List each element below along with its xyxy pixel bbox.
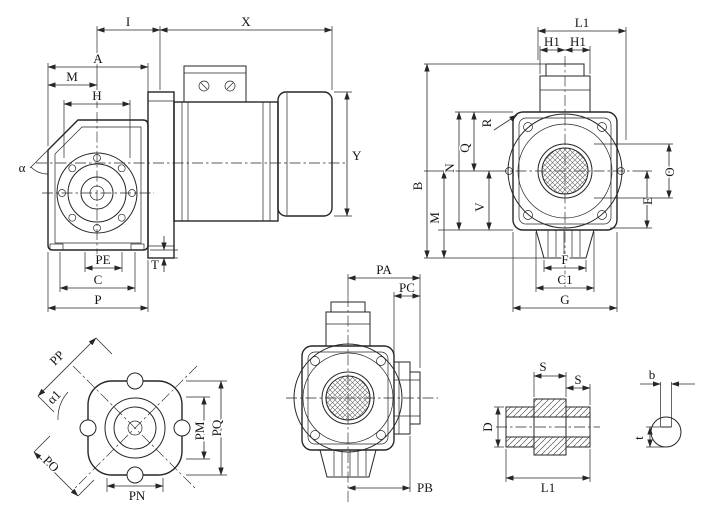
gearbox-foot bbox=[130, 243, 145, 251]
dim-label-Y: Y bbox=[352, 148, 362, 163]
dim-label-alpha: α bbox=[19, 160, 26, 175]
keyway-dimensions: b t bbox=[630, 366, 695, 448]
dim-label-G: G bbox=[560, 292, 569, 307]
gearbox-foot bbox=[49, 243, 64, 251]
dim-label-P: P bbox=[94, 292, 101, 307]
dim-label-S-collar: S bbox=[539, 359, 546, 374]
bearing-bore bbox=[104, 397, 166, 459]
dim-label-T: T bbox=[151, 257, 159, 272]
bushing-dimensions: S S D L1 bbox=[479, 358, 591, 497]
dim-label-E: E bbox=[640, 197, 655, 205]
dim-label-R: R bbox=[479, 118, 494, 127]
flange-bore bbox=[325, 375, 371, 421]
edge-notch bbox=[126, 372, 144, 390]
dim-label-L1-bushing: L1 bbox=[541, 480, 555, 495]
dim-label-H1-right: H1 bbox=[570, 34, 586, 49]
diagonal-centerline bbox=[72, 365, 198, 491]
edge-notch bbox=[79, 419, 97, 437]
view-side-gearmotor bbox=[36, 65, 346, 262]
dim-label-PE: PE bbox=[95, 252, 110, 267]
dim-label-A: A bbox=[93, 51, 103, 66]
dim-label-PM: PM bbox=[192, 421, 207, 440]
edge-notch bbox=[173, 419, 191, 437]
view-front-gearbox bbox=[496, 56, 634, 288]
flange-dimensions: PA PC PB bbox=[347, 261, 435, 497]
side-dimensions: I X A M H α PE C P T bbox=[17, 13, 364, 312]
dim-label-V: V bbox=[472, 202, 487, 212]
dim-label-PA: PA bbox=[376, 262, 392, 277]
dim-label-L1-front: L1 bbox=[575, 15, 589, 30]
dim-label-N: N bbox=[442, 163, 457, 173]
bushing-right-step bbox=[565, 406, 591, 448]
flange-view-fins bbox=[333, 450, 367, 476]
dim-label-H: H bbox=[92, 88, 101, 103]
dim-label-O: O bbox=[662, 167, 677, 176]
fan-cover bbox=[277, 91, 333, 217]
gearbox-bearing-boss bbox=[56, 152, 138, 234]
terminal-box bbox=[183, 65, 247, 103]
flange-circle bbox=[293, 343, 403, 453]
dim-label-X: X bbox=[241, 14, 251, 29]
cooling-fins-block bbox=[535, 229, 595, 259]
gearbox-housing bbox=[47, 119, 149, 251]
flange-bolt-holes bbox=[310, 356, 386, 440]
dim-label-D: D bbox=[480, 422, 495, 431]
terminal-box-screw bbox=[198, 80, 210, 92]
front-dimensions: L1 H1 H1 B M N Q V R E O bbox=[409, 14, 679, 312]
front-bolt-holes bbox=[505, 122, 625, 220]
dim-label-M-side: M bbox=[66, 69, 78, 84]
cooling-fins bbox=[547, 230, 581, 257]
output-flange-hub bbox=[409, 371, 421, 425]
dim-label-b: b bbox=[649, 367, 656, 382]
hollow-shaft-ring bbox=[537, 143, 593, 199]
hollow-shaft-bore bbox=[541, 147, 589, 195]
dim-label-t: t bbox=[631, 436, 646, 440]
cover-bolts bbox=[58, 154, 136, 232]
input-shaft-cap bbox=[545, 63, 585, 77]
dim-label-PB: PB bbox=[417, 480, 433, 495]
output-bore bbox=[80, 176, 114, 210]
front-flange-circle bbox=[507, 113, 623, 229]
flange-view-fins-block bbox=[319, 449, 377, 478]
dim-label-PQ: PQ bbox=[209, 419, 224, 436]
gearbox-housing-inner-edge bbox=[54, 126, 142, 244]
dim-label-I: I bbox=[126, 14, 130, 29]
dim-label-M-front: M bbox=[427, 212, 442, 224]
dim-label-PC: PC bbox=[399, 280, 415, 295]
view-bushing-section bbox=[496, 398, 600, 456]
view-front-with-output-flange bbox=[286, 296, 438, 502]
dim-label-C1: C1 bbox=[557, 272, 572, 287]
dim-label-B: B bbox=[410, 181, 425, 190]
dim-label-C: C bbox=[94, 272, 103, 287]
flange-input-cap bbox=[330, 301, 366, 313]
dim-label-Q: Q bbox=[457, 143, 472, 153]
dim-label-H1-left: H1 bbox=[544, 34, 560, 49]
dim-label-PN: PN bbox=[129, 488, 146, 503]
dim-label-S-step: S bbox=[574, 372, 581, 387]
terminal-box-screw bbox=[224, 80, 236, 92]
edge-notch bbox=[126, 466, 144, 484]
view-top-housing-profile bbox=[72, 365, 198, 491]
dim-label-F: F bbox=[561, 252, 568, 267]
